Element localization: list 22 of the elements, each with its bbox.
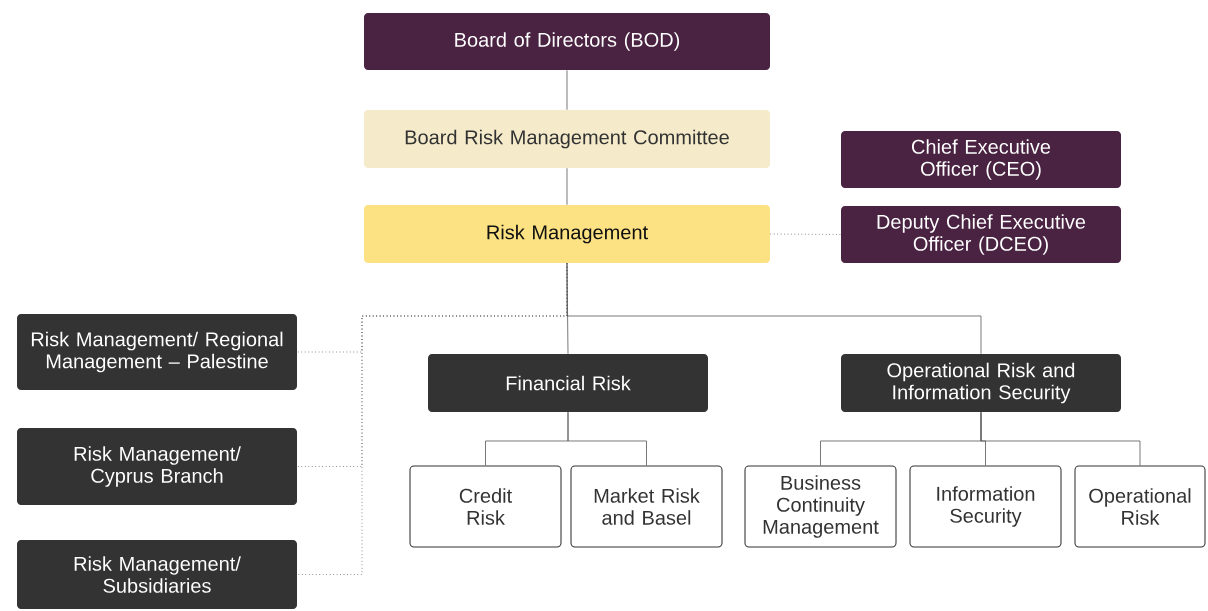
unit-box: Risk Management/ Regional Management – Palestine xyxy=(17,314,297,390)
board-box: Board of Directors (BOD) xyxy=(364,13,770,70)
connector-line xyxy=(566,262,982,355)
department-box: Risk Management xyxy=(364,205,770,263)
section-box: Credit Risk xyxy=(409,465,562,548)
division-box: Operational Risk and Information Security xyxy=(841,354,1121,412)
connector-line xyxy=(566,167,568,206)
unit-box: Risk Management/ Cyprus Branch xyxy=(17,428,297,505)
executive-box: Chief Executive Officer (CEO) xyxy=(841,131,1121,188)
connector-line xyxy=(567,411,647,466)
committee-box: Board Risk Management Committee xyxy=(364,110,770,168)
unit-box: Risk Management/ Subsidiaries xyxy=(17,540,297,609)
connector-line xyxy=(296,262,568,575)
section-box: Business Continuity Management xyxy=(744,465,897,548)
division-box: Financial Risk xyxy=(428,354,708,412)
section-box: Operational Risk xyxy=(1074,465,1206,548)
connector-line xyxy=(980,411,1141,466)
connector-line xyxy=(769,233,842,235)
section-box: Information Security xyxy=(909,465,1062,548)
section-box: Market Risk and Basel xyxy=(570,465,723,548)
connector-line xyxy=(566,69,568,111)
executive-box: Deputy Chief Executive Officer (DCEO) xyxy=(841,206,1121,263)
